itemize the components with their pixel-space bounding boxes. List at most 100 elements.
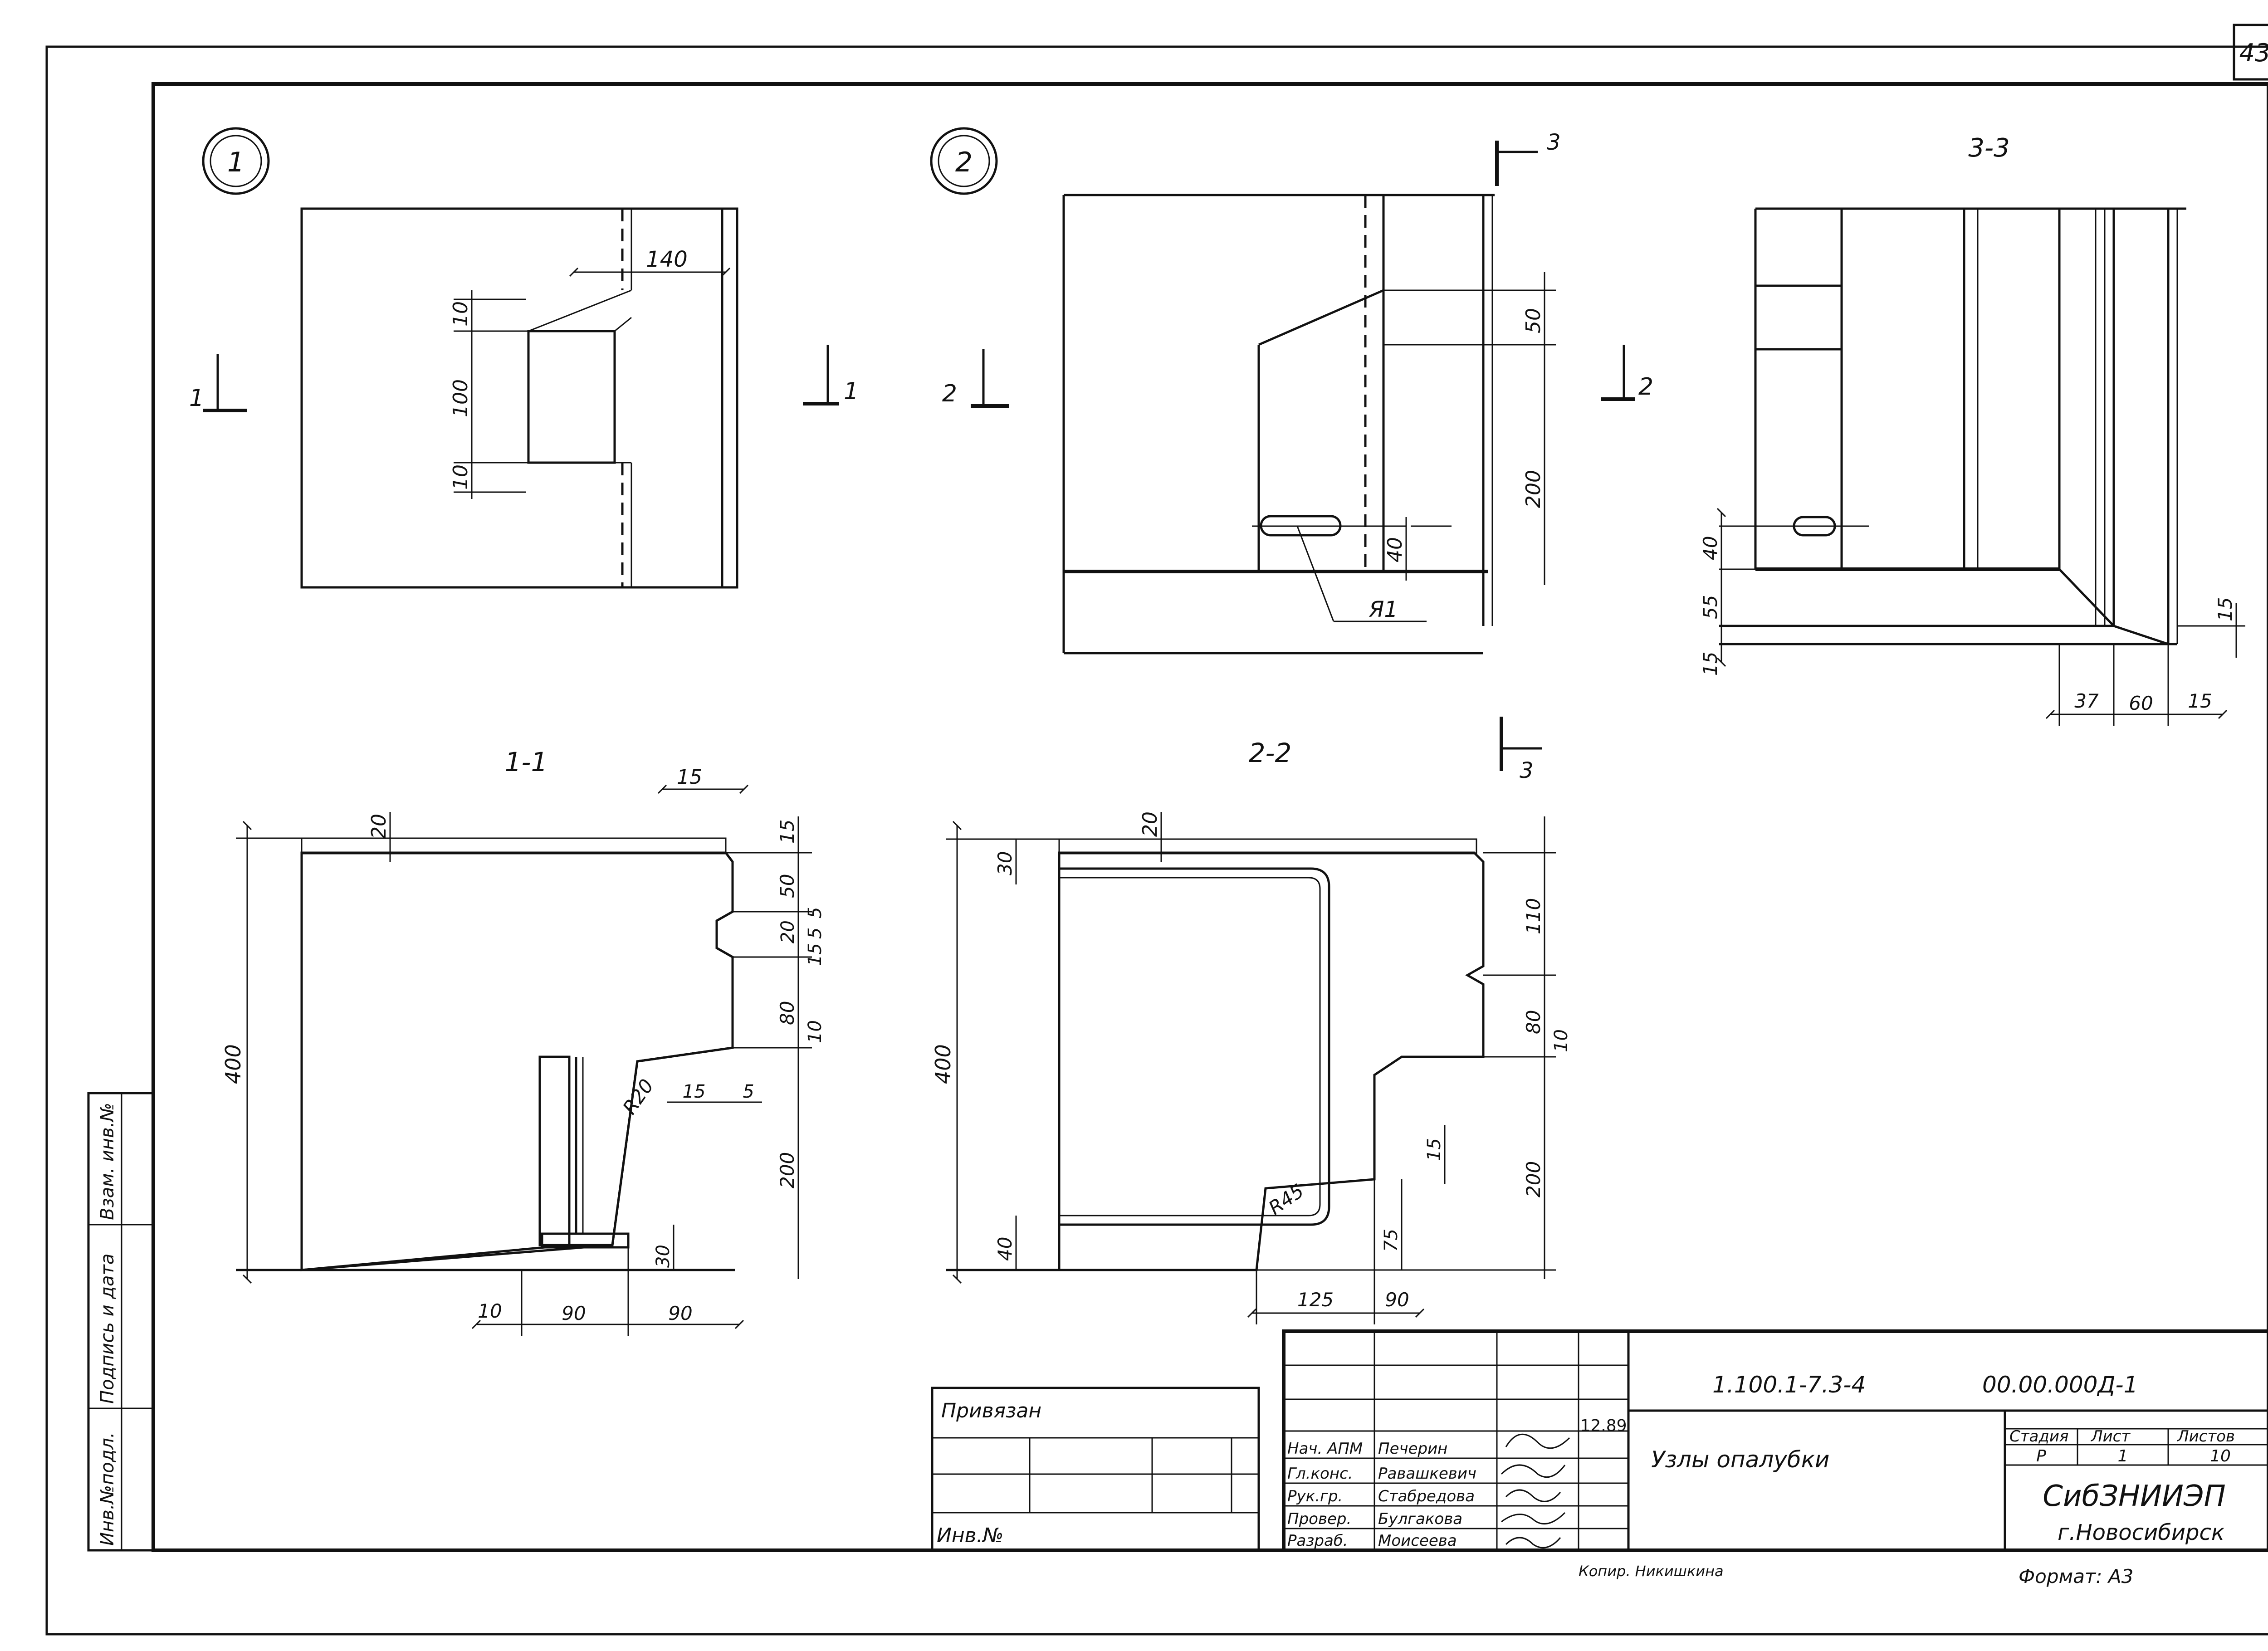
section-2-2-section3: 3 — [1520, 758, 1534, 783]
view-2-section3-top: 3 — [1547, 130, 1561, 155]
view-3-3-dim-55: 55 — [1699, 595, 1721, 619]
section-2-2-dim-10: 10 — [1551, 1029, 1572, 1052]
stamp-role-4: Разраб. — [1287, 1532, 1348, 1550]
section-1-1-title: 1-1 — [505, 747, 548, 777]
section-2-2-dim-20: 20 — [1139, 811, 1162, 837]
section-1-1-dim-15-top: 15 — [677, 766, 702, 789]
view-3-3-dim-40: 40 — [1699, 536, 1721, 560]
view-1-dim-10-top: 10 — [449, 301, 472, 327]
side-stamp: Взам. инв.№ Подпись и дата Инв.№подл. — [87, 1092, 155, 1552]
view-1-panel-outline — [300, 207, 738, 589]
section-1-1-topping — [301, 837, 727, 855]
stamp-inv-label: Инв.№ — [937, 1524, 1003, 1547]
stamp-name-3: Булгакова — [1378, 1510, 1462, 1528]
view-3-3: 3-3 40 55 15 15 37 60 15 — [1699, 133, 2245, 726]
side-stamp-inv-podl: Инв.№подл. — [97, 1432, 118, 1546]
org-name: СибЗНИИЭП — [2043, 1480, 2225, 1513]
stamp-name-2: Стабредова — [1378, 1487, 1475, 1505]
section-1-1-pad — [541, 1232, 630, 1249]
view-2-marker-label: 2 — [955, 147, 973, 178]
view-3-3-title: 3-3 — [1968, 133, 2009, 163]
org-city: г.Новосибирск — [2058, 1520, 2224, 1545]
stamp-name-0: Печерин — [1378, 1440, 1447, 1458]
stamp-name-1: Равашкевич — [1378, 1465, 1476, 1483]
stamp-role-3: Провер. — [1287, 1510, 1351, 1528]
section-1-1-dim-50: 50 — [776, 874, 798, 898]
view-2: 2 Я1 50 200 40 2 2 3 — [930, 127, 1653, 655]
section-2-2-dim-15-inner: 15 — [1424, 1138, 1445, 1161]
section-1-1-dim-200: 200 — [776, 1152, 798, 1188]
view-1-dim-100: 100 — [449, 379, 472, 417]
section-1-1-dim-15-inner: 15 — [683, 1081, 706, 1102]
section-1-1: 1-1 400 20 15 15 50 5 5 20 15 80 10 200 … — [221, 747, 826, 1336]
section-2-2-dim-90: 90 — [1385, 1289, 1409, 1311]
stamp-sheets: 10 — [2210, 1447, 2231, 1465]
view-3-3-dim-37: 37 — [2074, 690, 2099, 712]
title-block: Привязан Инв.№ Нач. АПМ Печерин Гл.конс.… — [931, 1329, 2268, 1552]
stamp-name-4: Моисеева — [1378, 1532, 1457, 1550]
view-1-dim-140: 140 — [646, 247, 688, 272]
view-3-3-dim-60: 60 — [2129, 692, 2153, 714]
section-2-2-dim-125: 125 — [1297, 1289, 1334, 1311]
stamp-date: 12.89 — [1580, 1417, 1627, 1435]
section-1-1-dim-90a: 90 — [562, 1302, 586, 1324]
section-1-1-dim-400: 400 — [221, 1044, 245, 1084]
section-2-2-rebar — [1059, 867, 1330, 1226]
view-2-dim-200: 200 — [1522, 470, 1545, 508]
section-1-1-dim-5-inner: 5 — [743, 1081, 754, 1102]
stamp-role-1: Гл.конс. — [1287, 1465, 1353, 1483]
view-1-marker-label: 1 — [227, 147, 244, 178]
section-1-1-dim-10-bottom: 10 — [478, 1300, 502, 1322]
section-2-2-concrete — [1058, 851, 1485, 1271]
copier-label: Копир. Никишкина — [1579, 1563, 1724, 1580]
view-1-marker-circle — [202, 127, 270, 195]
stamp-stage: Р — [2036, 1447, 2046, 1465]
section-1-1-dim-10: 10 — [805, 1020, 826, 1043]
signatures — [1501, 1433, 1570, 1548]
section-2-2-dim-40: 40 — [994, 1237, 1016, 1261]
view-1-dim-10-bot: 10 — [449, 464, 472, 490]
view-3-3-dim-15-right: 15 — [2214, 597, 2236, 621]
section-2-2-dim-400: 400 — [931, 1044, 955, 1084]
section-2-2-dim-110: 110 — [1522, 898, 1545, 934]
section-1-1-dim-15-mid: 15 — [805, 943, 826, 966]
section-1-1-dim-30: 30 — [653, 1245, 674, 1268]
section-2-2-topping — [1058, 838, 1477, 855]
stamp-role-0: Нач. АПМ — [1287, 1440, 1363, 1458]
stamp-stage-header: Стадия — [2009, 1427, 2068, 1446]
sheet-title: Узлы опалубки — [1651, 1446, 1829, 1473]
view-2-marker-circle — [930, 127, 998, 195]
section-2-2-dim-80: 80 — [1522, 1010, 1545, 1034]
section-1-1-dim-90b: 90 — [668, 1302, 692, 1324]
section-1-1-dim-80: 80 — [776, 1001, 798, 1025]
section-2-2: 2-2 3 400 30 40 20 110 80 10 200 15 75 R… — [931, 717, 1572, 1324]
stamp-sheet: 1 — [2118, 1447, 2128, 1465]
view-2-section-left: 2 — [942, 380, 957, 407]
section-1-1-dim-20-right: 20 — [777, 920, 798, 943]
section-1-1-dim-20: 20 — [367, 814, 391, 839]
stamp-role-2: Рук.гр. — [1287, 1487, 1343, 1505]
stamp-sheet-header: Лист — [2090, 1427, 2131, 1446]
view-2-dim-50: 50 — [1522, 308, 1545, 333]
stamp-privyazan: Привязан — [941, 1399, 1041, 1422]
section-1-1-dim-15-right: 15 — [776, 820, 798, 844]
sheet-designation: 1.100.1-7.3-4 — [1712, 1372, 1866, 1398]
section-1-1-dim-5a: 5 — [805, 907, 826, 918]
section-2-2-dim-75: 75 — [1381, 1229, 1402, 1252]
side-stamp-podpis: Подпись и дата — [97, 1254, 118, 1404]
format-label: Формат: А3 — [2019, 1565, 2133, 1588]
view-2-part-label: Я1 — [1369, 597, 1398, 622]
section-1-1-concrete — [300, 851, 734, 1271]
view-1-section-left: 1 — [189, 385, 204, 412]
sheet-number: 43 — [2239, 39, 2268, 67]
side-stamp-vzam: Взам. инв.№ — [97, 1103, 118, 1220]
view-1-section-right: 1 — [844, 378, 859, 405]
section-1-1-radius: R20 — [618, 1075, 658, 1119]
section-2-2-title: 2-2 — [1249, 738, 1292, 768]
stamp-sheets-header: Листов — [2176, 1427, 2235, 1446]
section-1-1-dim-5b: 5 — [805, 928, 826, 939]
view-2-section-right: 2 — [1638, 373, 1653, 401]
view-1: 1 140 10 100 10 1 1 — [189, 127, 859, 589]
view-1-insert — [527, 330, 616, 464]
